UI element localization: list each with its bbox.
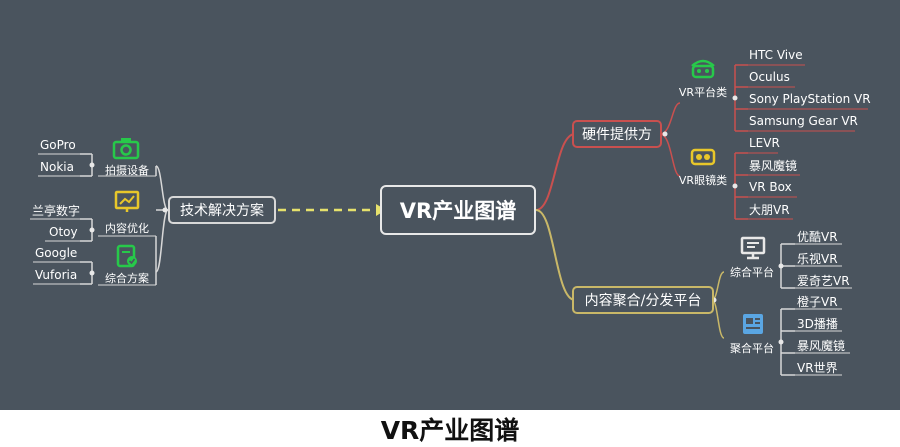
leaf-otoy[interactable]: Otoy — [49, 225, 78, 239]
leaf-baofeng-mojing[interactable]: 暴风魔镜 — [797, 338, 846, 353]
check-doc-icon — [114, 244, 140, 268]
leaf-vr-box[interactable]: VR Box — [749, 180, 792, 194]
root-node[interactable]: VR产业图谱 — [380, 185, 536, 235]
camera-icon — [112, 136, 140, 160]
leaf-3d-bobo[interactable]: 3D播播 — [797, 316, 838, 331]
vr-glasses-icon — [690, 146, 716, 168]
capture-device-label[interactable]: 拍摄设备 — [105, 164, 149, 177]
leaf-levr[interactable]: LEVR — [749, 136, 780, 150]
vr-glasses-label[interactable]: VR眼镜类 — [678, 174, 728, 187]
leaf-samsung-gear-vr[interactable]: Samsung Gear VR — [749, 114, 858, 128]
leaf-letv-vr[interactable]: 乐视VR — [797, 251, 838, 266]
newspaper-icon — [740, 312, 766, 336]
integrated-platform-label[interactable]: 综合平台 — [730, 266, 774, 279]
vr-platform-label[interactable]: VR平台类 — [678, 86, 728, 99]
hardware-provider-node[interactable]: 硬件提供方 — [572, 120, 662, 148]
mind-map-canvas: VR产业图谱 硬件提供方 内容聚合/分发平台 技术解决方案 VR平台类 HTC … — [0, 0, 900, 410]
leaf-chengzi-vr[interactable]: 橙子VR — [797, 294, 838, 309]
leaf-sony-psvr[interactable]: Sony PlayStation VR — [749, 92, 871, 106]
leaf-vuforia[interactable]: Vuforia — [35, 268, 78, 282]
aggregate-platform-label[interactable]: 聚合平台 — [730, 342, 774, 355]
leaf-iqiyi-vr[interactable]: 爱奇艺VR — [797, 273, 850, 288]
monitor-icon — [740, 236, 766, 260]
page-title: VR产业图谱 — [380, 415, 520, 445]
integrated-solution-label[interactable]: 综合方案 — [105, 272, 149, 285]
connector-lines — [30, 64, 868, 376]
chart-icon — [114, 190, 140, 214]
content-optimize-label[interactable]: 内容优化 — [105, 222, 149, 235]
leaf-nokia[interactable]: Nokia — [40, 160, 74, 174]
leaf-gopro[interactable]: GoPro — [40, 138, 76, 152]
leaf-lanting[interactable]: 兰亭数字 — [32, 203, 81, 218]
leaf-htc-vive[interactable]: HTC Vive — [749, 48, 803, 62]
content-platform-node[interactable]: 内容聚合/分发平台 — [572, 286, 714, 314]
vr-headset-icon — [688, 54, 718, 82]
tech-solution-node[interactable]: 技术解决方案 — [168, 196, 276, 224]
leaf-baofeng[interactable]: 暴风魔镜 — [749, 158, 798, 173]
leaf-dapeng-vr[interactable]: 大朋VR — [749, 202, 790, 217]
leaf-oculus[interactable]: Oculus — [749, 70, 790, 84]
leaf-youku-vr[interactable]: 优酷VR — [797, 229, 838, 244]
leaf-google[interactable]: Google — [35, 246, 78, 260]
leaf-vr-world[interactable]: VR世界 — [797, 360, 838, 375]
